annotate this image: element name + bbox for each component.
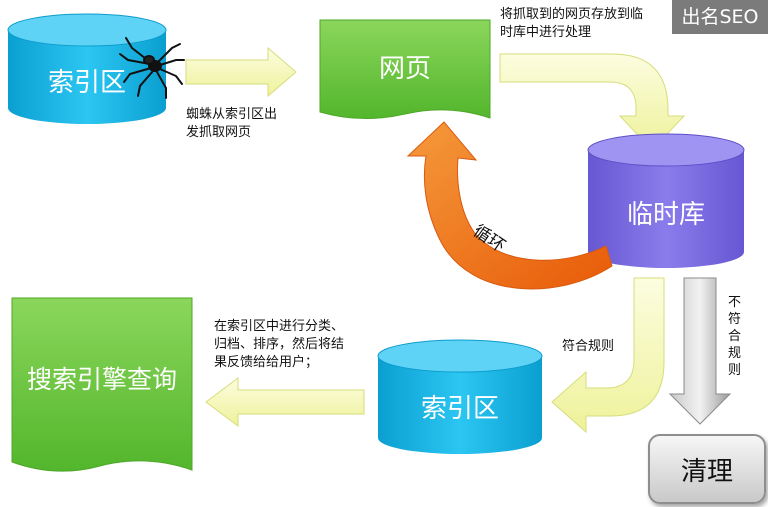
arrow-temp-to-index <box>551 277 665 434</box>
index-process-note: 在索引区中进行分类、 归档、排序，然后将结 果反馈给给用户； <box>214 319 345 370</box>
not-match-note: 不 符 合 规 则 <box>728 295 742 378</box>
web-page-label: 网页 <box>378 54 431 84</box>
search-query-document <box>11 297 193 472</box>
cleanup-label: 清理 <box>680 456 733 487</box>
temp-store-label: 临时库 <box>626 200 705 230</box>
index-top-label: 索引区 <box>47 68 126 98</box>
match-note: 符合规则 <box>562 339 615 354</box>
cycle-loop-arrow <box>406 121 613 290</box>
watermark-logo: 出名SEO <box>672 0 768 34</box>
index-bottom-cylinder <box>377 339 543 454</box>
web-page-document <box>319 19 491 119</box>
cleanup-box: 清理 <box>648 434 766 504</box>
temp-store-cylinder <box>587 133 745 268</box>
arrow-index-to-query <box>205 377 365 427</box>
arrow-page-to-temp <box>499 53 686 151</box>
spider-icon <box>119 37 185 99</box>
spider-note: 蜘蛛从索引区出 发抓取网页 <box>186 107 278 140</box>
arrow-temp-to-cleanup <box>668 277 732 425</box>
arrow-index-to-page <box>185 46 297 98</box>
store-note: 将抓取到的网页存放到临 时库中进行处理 <box>500 7 644 40</box>
index-bottom-label: 索引区 <box>420 394 499 424</box>
search-query-label: 搜索引擎查询 <box>26 365 177 394</box>
